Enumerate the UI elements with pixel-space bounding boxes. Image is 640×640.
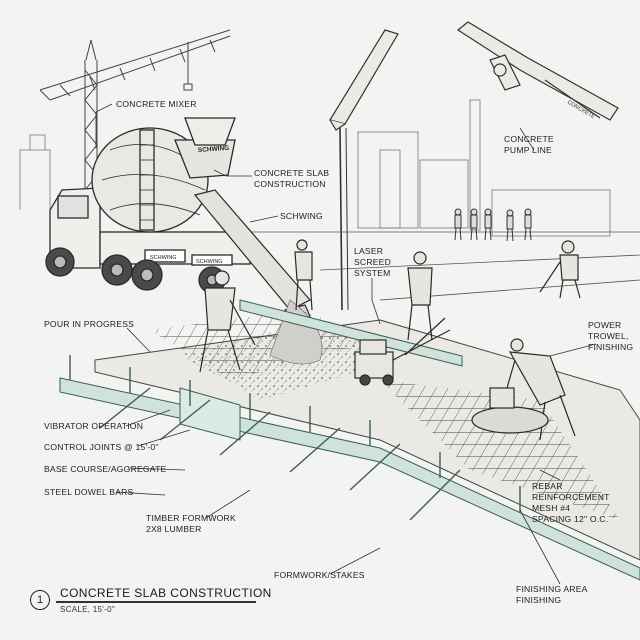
label-power-trowel: POWER TROWEL, FINISHING [588,320,633,353]
label-finishing-area-line-1: FINISHING AREA [516,584,588,594]
label-slab-construction-line-2: CONSTRUCTION [254,179,326,189]
label-slab-construction: CONCRETE SLAB CONSTRUCTION [254,168,329,190]
label-vibrator-operation: VIBRATOR OPERATION [44,421,144,431]
label-rebar-mesh-line-1: REBAR [532,481,563,491]
label-finishing-area: FINISHING AREA FINISHING [516,584,588,606]
leader-lines [95,103,597,585]
label-pump-line-line-1: CONCRETE [504,134,554,144]
title-number-badge: 1 [30,590,50,610]
foreground-workers [199,239,581,441]
label-slab-construction-line-1: CONCRETE SLAB [254,168,330,178]
title-underline [56,601,256,603]
label-rebar-mesh-line-4: SPACING 12" O.C. [532,514,609,524]
drawing-title: CONCRETE SLAB CONSTRUCTION [60,586,272,600]
label-laser-screed-line-3: SYSTEM [354,268,391,278]
label-dowel-bars: STEEL DOWEL BARS [44,487,134,497]
label-base-course: BASE COURSE/AGGREGATE [44,464,167,474]
side-brand-text-1: SCHWING [150,255,177,261]
label-timber-formwork-line-1: TIMBER FORMWORK [146,513,236,523]
label-pump-line-line-2: PUMP LINE [504,145,552,155]
label-power-trowel-line-1: POWER [588,320,622,330]
formwork-boards [59,299,640,581]
label-finishing-area-line-2: FINISHING [516,595,562,605]
pump-boom-right [456,21,619,121]
label-timber-formwork: TIMBER FORMWORK 2x8 LUMBER [146,513,236,535]
label-pour-in-progress: POUR IN PROGRESS [44,319,135,329]
label-laser-screed-line-1: LASER [354,246,384,256]
label-power-trowel-line-2: TROWEL, [588,331,629,341]
tower-crane [39,29,231,200]
label-schwing: SCHWING [280,211,323,221]
label-rebar-mesh: REBAR REINFORCEMENT MESH #4 SPACING 12" … [532,481,610,525]
label-laser-screed: LASER SCREED SYSTEM [354,246,391,279]
pump-boom-center [329,29,399,311]
label-timber-formwork-line-2: 2x8 LUMBER [146,524,202,534]
hopper-brand-text: SCHWING [198,145,230,154]
label-concrete-mixer: CONCRETE MIXER [116,99,197,109]
label-laser-screed-line-2: SCREED [354,257,392,267]
label-power-trowel-line-3: FINISHING [588,342,634,352]
mixer-truck [45,117,251,294]
label-formwork-stakes: FORMWORK/STAKES [274,570,365,580]
label-rebar-mesh-line-2: REINFORCEMENT [532,492,610,502]
label-control-joints: CONTROL JOINTS @ 15'-0" [44,442,159,452]
laser-screed [354,317,451,386]
background-workers [454,208,532,242]
label-pump-line: CONCRETE PUMP LINE [504,134,554,156]
formwork-stakes [69,355,521,521]
label-rebar-mesh-line-3: MESH #4 [532,503,571,513]
background-buildings [19,99,611,237]
side-brand-text-2: SCHWING [196,259,223,265]
drawing-scale: SCALE, 15'-0" [60,605,115,614]
